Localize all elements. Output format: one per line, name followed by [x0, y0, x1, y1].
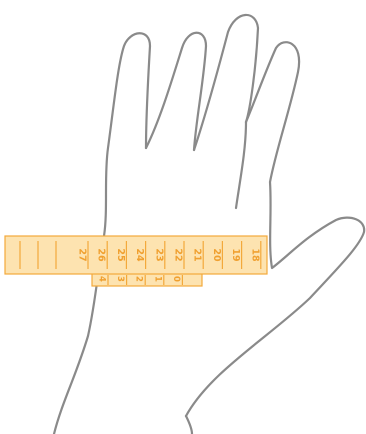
wrist-right-line — [186, 416, 192, 434]
tape-main-number: 23 — [153, 248, 164, 261]
tape-end-number: 1 — [152, 276, 162, 282]
tape-main-number: 26 — [96, 248, 107, 262]
little-finger-outline — [104, 33, 150, 236]
tape-main-number: 22 — [173, 248, 184, 261]
tape-main-number: 18 — [249, 248, 260, 262]
tape-end-number: 0 — [171, 276, 181, 282]
tape-end-number: 4 — [97, 276, 107, 282]
hand-outline-icon — [54, 15, 364, 434]
hand-right-contour — [186, 42, 364, 416]
tape-end-number: 2 — [134, 276, 144, 282]
tape-end-number: 3 — [115, 276, 125, 282]
tape-main-number: 25 — [115, 248, 126, 261]
tape-main-number: 20 — [211, 248, 222, 262]
tape-main-number: 19 — [230, 248, 241, 261]
tape-main-number: 27 — [77, 248, 88, 261]
index-finger-outline — [236, 122, 246, 208]
tape-main-number: 24 — [134, 248, 145, 262]
ring-finger-outline — [146, 33, 206, 150]
tape-main-number: 21 — [192, 248, 203, 261]
